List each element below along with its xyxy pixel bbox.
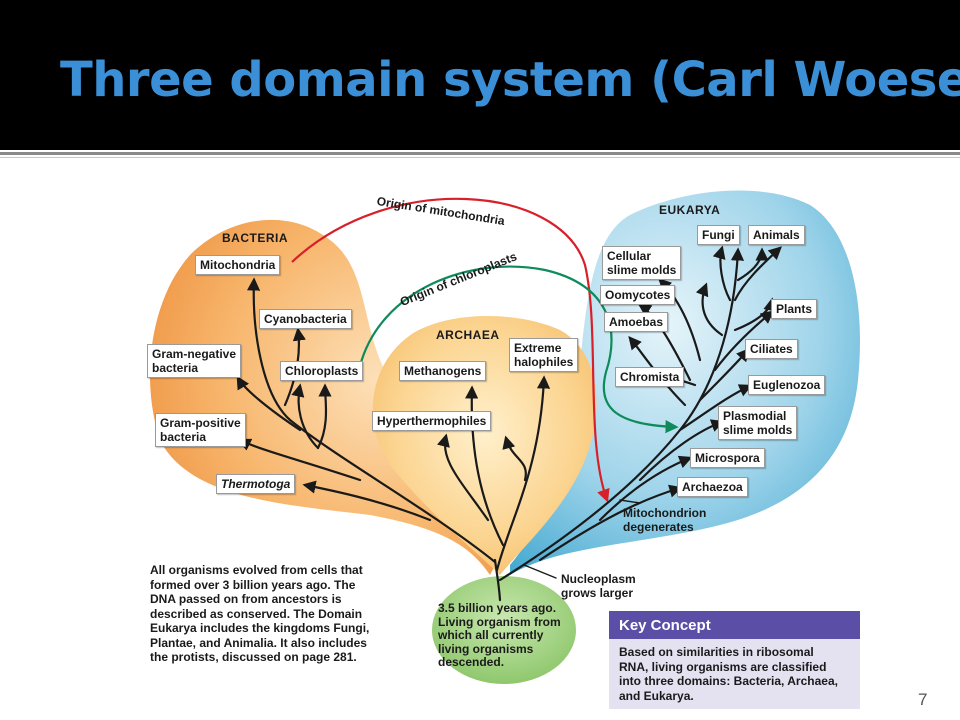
label-oomycotes: Oomycotes <box>600 285 676 305</box>
label-amoebas: Amoebas <box>604 312 669 332</box>
label-chromista: Chromista <box>615 367 685 387</box>
label-plants: Plants <box>771 299 818 319</box>
title-bar: Three domain system (Carl Woese) <box>0 0 960 150</box>
key-concept-title: Key Concept <box>619 617 711 634</box>
mitochondria-origin-arrow <box>291 197 610 503</box>
label-ciliates: Ciliates <box>745 339 798 359</box>
label-archaezoa: Archaezoa <box>677 477 748 497</box>
label-euglenozoa: Euglenozoa <box>748 375 826 395</box>
label-thermotoga: Thermotoga <box>216 474 296 494</box>
label-chloroplasts: Chloroplasts <box>280 361 364 381</box>
nucleoplasm-pointer <box>523 564 557 579</box>
label-methanogens: Methanogens <box>399 361 487 381</box>
trunk <box>493 558 502 602</box>
label-mitochondria: Mitochondria <box>195 255 281 275</box>
archaea-main-branch <box>495 375 551 572</box>
slide-title: Three domain system (Carl Woese) <box>60 52 960 108</box>
chloroplast-origin-arrow <box>358 265 679 434</box>
title-divider-thin <box>0 157 960 158</box>
bacteria-domain-label: BACTERIA <box>222 231 288 245</box>
title-divider <box>0 152 960 155</box>
label-microspora: Microspora <box>690 448 765 468</box>
bacteria-main-branch <box>246 277 497 564</box>
mitochondrion-pointer <box>619 499 641 504</box>
root-region <box>432 576 576 684</box>
key-concept-header: Key Concept <box>609 611 860 639</box>
label-animals: Animals <box>748 225 805 245</box>
page-number: 7 <box>918 690 928 709</box>
label-hyperthermophiles: Hyperthermophiles <box>372 411 492 431</box>
label-cyanobacteria: Cyanobacteria <box>259 309 352 329</box>
key-concept-box: Key Concept Based on similarities in rib… <box>609 611 860 709</box>
label-fungi: Fungi <box>697 225 740 245</box>
archaea-domain-label: ARCHAEA <box>436 328 500 342</box>
common-ancestor-text: 3.5 billion years ago.Living organism fr… <box>438 601 561 669</box>
eukarya-domain-label: EUKARYA <box>659 203 721 217</box>
